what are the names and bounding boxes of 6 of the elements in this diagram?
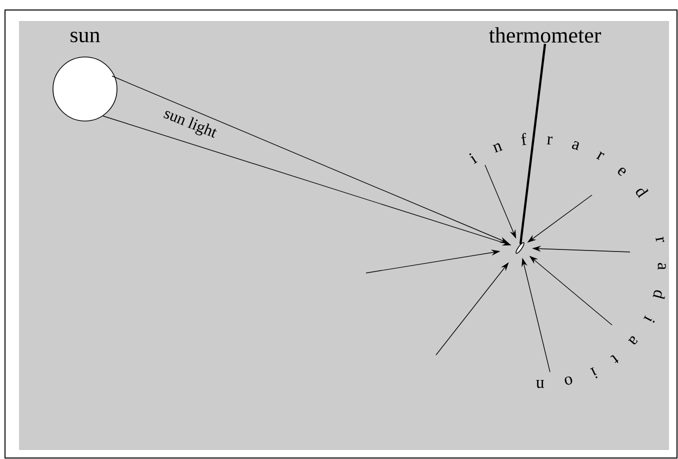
arc-label: infrared radiation: [469, 132, 666, 388]
thermometer-label: thermometer: [489, 27, 602, 43]
node-label: sun: [70, 32, 100, 42]
thermometer-stem: [519, 44, 546, 244]
edge-label: sun light: [164, 111, 217, 138]
thermometer-bulb: [516, 242, 524, 254]
